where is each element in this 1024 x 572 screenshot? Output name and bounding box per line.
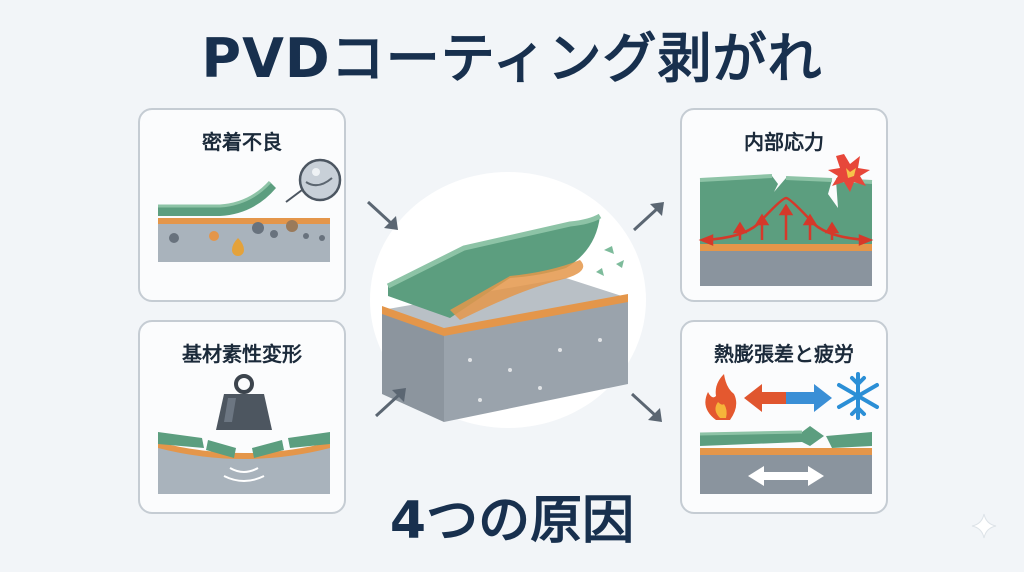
panel-label-adhesion: 密着不良 [202,130,282,154]
panel-label-deformation: 基材素性変形 [182,342,302,366]
interface-layer [158,218,330,224]
stress-illustration [698,154,874,286]
coating-fragment [158,432,204,448]
particle [286,220,298,232]
oil-droplet [232,238,244,256]
center-peeling-illustration [370,172,646,428]
coating-layer [700,426,824,446]
coating-fragment [252,440,284,458]
stress-curve [703,196,869,242]
coating-fragment [288,432,330,448]
arrow-deformation-to-center [374,388,406,418]
particle [169,233,179,243]
particle [319,235,325,241]
sparkle-icon [971,513,997,539]
coating-debris [596,246,624,276]
magnifier-icon [285,158,342,203]
arrow-center-to-stress [632,202,664,232]
panel-internal-stress: 内部応力 [680,108,888,302]
panel-label-stress: 内部応力 [744,130,824,154]
interface-layer [700,448,872,455]
particle [303,233,309,239]
thermal-illustration [699,372,879,494]
interface-layer [700,244,872,251]
stress-arrows [698,203,874,246]
snowflake-icon [837,372,879,420]
particle [209,231,219,241]
particle [270,230,278,238]
coating-fragment [826,432,872,448]
lifted-coating [158,182,276,216]
arrow-adhesion-to-center [366,200,398,230]
panel-adhesion-failure: 密着不良 [138,108,346,302]
substrate-layer [158,222,330,262]
substrate-layer [700,250,872,286]
expansion-arrow-icon [748,466,824,486]
peeling-coating [388,216,600,318]
panel-substrate-deformation: 基材素性変形 [138,320,346,514]
subtitle-four-causes: 4つの原因 [389,491,635,551]
burst-icon [828,154,870,192]
coating-fragment [206,440,236,458]
adhesion-illustration [158,158,342,262]
interface-layer [158,442,330,459]
weight-icon [216,374,272,430]
deformation-illustration [158,374,330,494]
panel-label-thermal: 熱膨張差と疲労 [714,342,854,366]
double-arrow-icon [744,384,832,412]
page-title: PVDコーティング剥がれ [201,27,823,90]
block-top [382,278,628,332]
particle [252,222,264,234]
flame-icon [705,374,737,420]
panel-thermal-fatigue: 熱膨張差と疲労 [680,320,888,514]
substrate-layer [158,446,330,494]
block-side [444,298,628,422]
arrow-center-to-thermal [630,392,662,422]
